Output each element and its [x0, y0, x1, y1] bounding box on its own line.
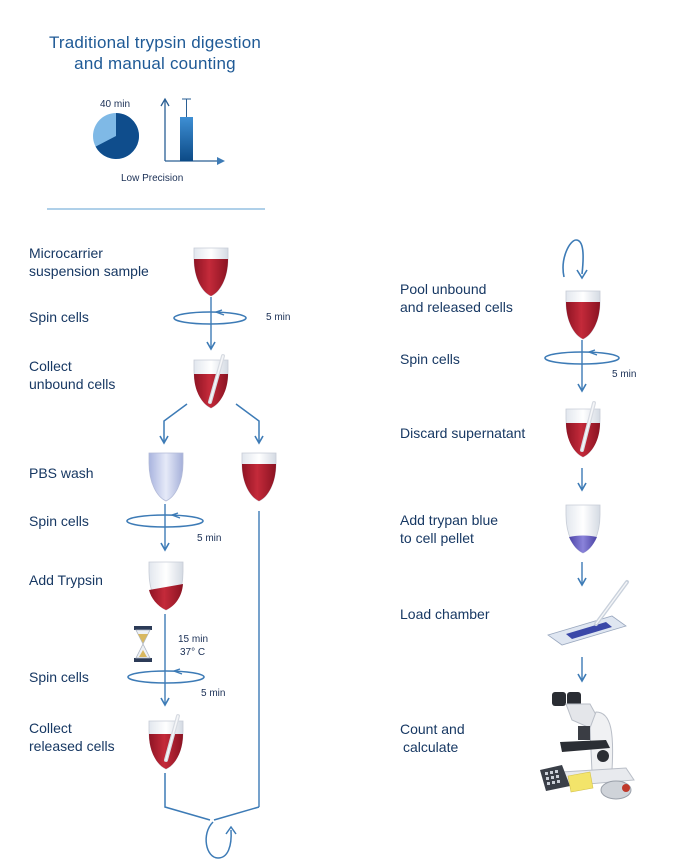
incubate-temp: 37° C — [180, 647, 206, 658]
tube-icon — [241, 452, 277, 502]
step-count-line2: calculate — [403, 739, 459, 755]
step-discard: Discard supernatant — [400, 425, 526, 441]
calculator-icon — [540, 765, 632, 800]
spin-1-time: 5 min — [266, 312, 291, 323]
step-collect-line1: Collect — [29, 358, 72, 374]
spin-icon — [126, 512, 204, 528]
step-load-chamber: Load chamber — [400, 606, 490, 622]
spin-2-time: 5 min — [197, 533, 222, 544]
page-title: Traditional trypsin digestion and manual… — [0, 32, 310, 74]
split-arrows — [159, 403, 264, 445]
hourglass-icon — [134, 626, 152, 662]
spin-right-time: 5 min — [612, 369, 637, 380]
merge-arrows — [164, 773, 260, 859]
bar-chart-icon — [160, 97, 225, 165]
step-spin-1: Spin cells — [29, 309, 89, 325]
spin-icon — [544, 349, 620, 365]
step-pool: Pool unbound and released cells — [400, 280, 513, 316]
step-collect-unbound: Collect unbound cells — [29, 357, 115, 393]
step-collect-released: Collect released cells — [29, 719, 115, 755]
title-line-2: and manual counting — [74, 54, 236, 73]
step-collect-line2: unbound cells — [29, 376, 116, 392]
pie-time-label: 40 min — [100, 99, 131, 110]
step-pbs-wash: PBS wash — [29, 465, 94, 481]
title-line-1: Traditional trypsin digestion — [48, 33, 262, 52]
tube-icon — [565, 504, 601, 554]
tube-icon — [193, 247, 229, 297]
loop-arrow-icon — [562, 239, 588, 280]
step-count-line1: Count and — [400, 721, 465, 737]
tube-icon — [148, 561, 184, 611]
step-trypan-line1: Add trypan blue — [400, 512, 499, 528]
step-count: Count and calculate — [400, 720, 465, 756]
step-pool-line2: and released cells — [400, 299, 513, 315]
step-trypan: Add trypan blue to cell pellet — [400, 511, 498, 547]
tube-icon — [148, 452, 184, 502]
spin-icon — [173, 309, 247, 325]
step-released-line2: released cells — [29, 738, 115, 754]
step-add-trypsin: Add Trypsin — [29, 572, 103, 588]
step-pool-line1: Pool unbound — [400, 281, 487, 297]
tube-icon — [565, 290, 601, 340]
pie-chart-icon — [93, 112, 140, 160]
step-microcarrier: Microcarrier suspension sample — [29, 244, 149, 280]
step-microcarrier-line1: Microcarrier — [29, 245, 103, 261]
step-microcarrier-line2: suspension sample — [29, 263, 149, 279]
spin-icon — [127, 668, 205, 684]
step-trypan-line2: to cell pellet — [400, 530, 474, 546]
step-spin-2: Spin cells — [29, 513, 89, 529]
precision-label: Low Precision — [121, 173, 184, 184]
spin-3-time: 5 min — [201, 688, 226, 699]
slide-icon — [547, 580, 629, 646]
incubate-time: 15 min — [178, 634, 209, 645]
step-spin-3: Spin cells — [29, 669, 89, 685]
step-spin-right: Spin cells — [400, 351, 460, 367]
step-released-line1: Collect — [29, 720, 72, 736]
